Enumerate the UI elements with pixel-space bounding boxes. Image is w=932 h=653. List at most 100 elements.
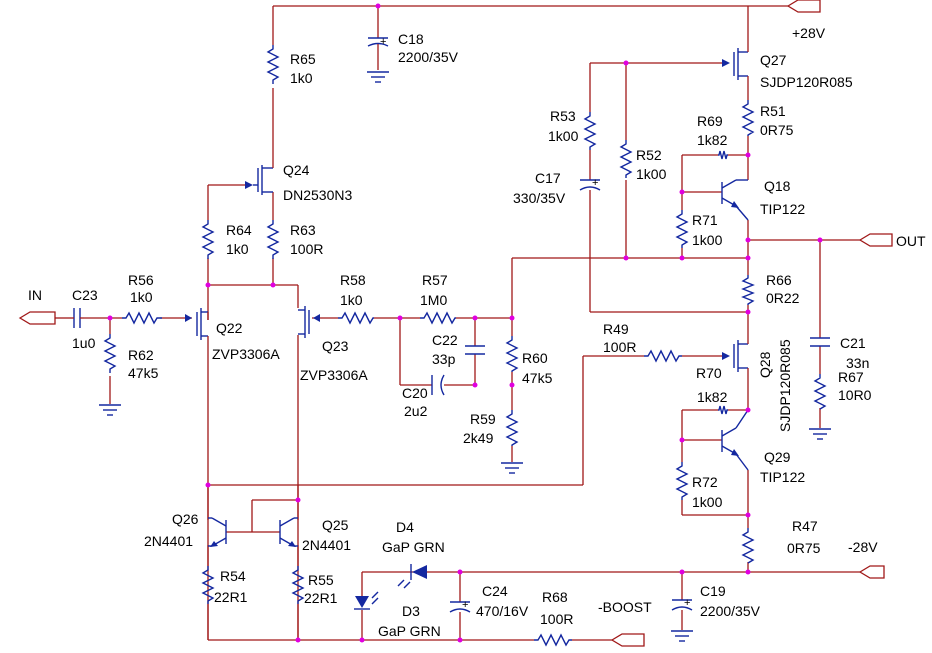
c24-plus: + — [462, 599, 468, 611]
q26-ref: Q26 — [172, 511, 199, 527]
r68-value: 100R — [540, 611, 573, 627]
r52-value: 1k00 — [636, 166, 667, 182]
r56-symbol — [122, 311, 162, 325]
r72-ref: R72 — [692, 474, 718, 490]
gnd-c18 — [367, 71, 389, 83]
q24-symbol — [245, 160, 274, 195]
ports — [18, 0, 893, 647]
c22-value: 33p — [432, 351, 456, 367]
c23-value: 1u0 — [72, 335, 96, 351]
q26-part: 2N4401 — [144, 533, 193, 549]
r51-ref: R51 — [760, 103, 786, 119]
r57-symbol — [420, 311, 456, 325]
r67-value: 10R0 — [838, 387, 872, 403]
port-boost — [610, 633, 645, 647]
c19-symbol — [671, 599, 693, 611]
port-minus28 — [858, 565, 885, 579]
q27-symbol — [722, 40, 749, 82]
r54-symbol — [201, 566, 215, 604]
r70-ref: R70 — [696, 365, 722, 381]
r67-ref: R67 — [838, 369, 864, 385]
labels: + + + + R65 1k0 C18 2200/35V Q24 DN2530N… — [28, 25, 926, 639]
c22-symbol — [465, 345, 485, 355]
r70-value: 1k82 — [697, 389, 728, 405]
bjts — [208, 179, 749, 547]
q23-ref: Q23 — [322, 338, 349, 354]
r64-symbol — [201, 220, 215, 259]
r64-value: 1k0 — [226, 241, 249, 257]
gnd-r62 — [99, 404, 121, 416]
c20-ref: C20 — [402, 385, 428, 401]
q18-symbol — [721, 179, 749, 221]
d3-symbol — [354, 591, 379, 610]
r62-ref: R62 — [128, 347, 154, 363]
gnd-r67 — [809, 428, 831, 440]
grounds — [99, 71, 831, 642]
r59-value: 2k49 — [463, 430, 494, 446]
c21-value: 33n — [846, 355, 869, 371]
r57-ref: R57 — [422, 272, 448, 288]
q18-part: TIP122 — [760, 201, 805, 217]
q18-ref: Q18 — [764, 178, 791, 194]
r53-ref: R53 — [550, 108, 576, 124]
r66-ref: R66 — [766, 272, 792, 288]
r65-value: 1k0 — [290, 70, 313, 86]
r47-ref: R47 — [792, 518, 818, 534]
c18-value: 2200/35V — [398, 49, 459, 65]
c24-ref: C24 — [482, 583, 508, 599]
r53-value: 1k00 — [548, 128, 579, 144]
junctions — [107, 3, 823, 643]
c22-ref: C22 — [432, 332, 458, 348]
q23-symbol — [298, 306, 320, 338]
wires — [55, 5, 860, 641]
d4-symbol — [397, 564, 427, 589]
r56-value: 1k0 — [130, 289, 153, 305]
q27-ref: Q27 — [760, 52, 787, 68]
r60-ref: R60 — [522, 350, 548, 366]
c20-value: 2u2 — [404, 403, 428, 419]
resistors — [103, 45, 827, 647]
q26-symbol — [208, 517, 227, 547]
r69-value: 1k82 — [697, 132, 728, 148]
d4-part: GaP GRN — [382, 539, 445, 555]
r60-symbol — [505, 336, 519, 372]
minus28-label: -28V — [848, 539, 878, 555]
r72-value: 1k00 — [692, 494, 723, 510]
r60-value: 47k5 — [522, 370, 553, 386]
q23-part: ZVP3306A — [300, 367, 368, 383]
r71-symbol — [675, 210, 689, 248]
boost-label: -BOOST — [598, 599, 652, 615]
r67-symbol — [813, 374, 827, 410]
r68-symbol — [534, 633, 572, 647]
c24-symbol — [449, 601, 471, 613]
port-plus28 — [786, 0, 821, 13]
r65-ref: R65 — [290, 51, 316, 67]
out-label: OUT — [896, 233, 926, 249]
r66-value: 0R22 — [766, 290, 800, 306]
in-label: IN — [28, 287, 42, 303]
q29-part: TIP122 — [760, 469, 805, 485]
r69-ref: R69 — [697, 113, 723, 129]
r47-symbol — [741, 528, 755, 564]
q22-ref: Q22 — [216, 320, 243, 336]
r59-symbol — [505, 410, 519, 446]
q29-ref: Q29 — [764, 449, 791, 465]
c23-symbol — [70, 308, 84, 328]
gnd-r59 — [501, 462, 523, 474]
c18-plus: + — [380, 36, 386, 48]
r69-symbol — [718, 150, 728, 160]
r52-ref: R52 — [636, 147, 662, 163]
r66-symbol — [741, 275, 755, 305]
d3-ref: D3 — [402, 603, 420, 619]
r62-symbol — [103, 334, 117, 373]
r68-ref: R68 — [542, 589, 568, 605]
c17-plus: + — [592, 177, 598, 189]
r52-symbol — [619, 140, 633, 178]
c18-symbol — [367, 37, 389, 70]
c17-ref: C17 — [535, 170, 561, 186]
q28-part: SJDP120R085 — [777, 339, 793, 432]
r49-symbol — [644, 349, 682, 363]
r54-value: 22R1 — [214, 589, 248, 605]
c17-symbol — [579, 179, 601, 191]
